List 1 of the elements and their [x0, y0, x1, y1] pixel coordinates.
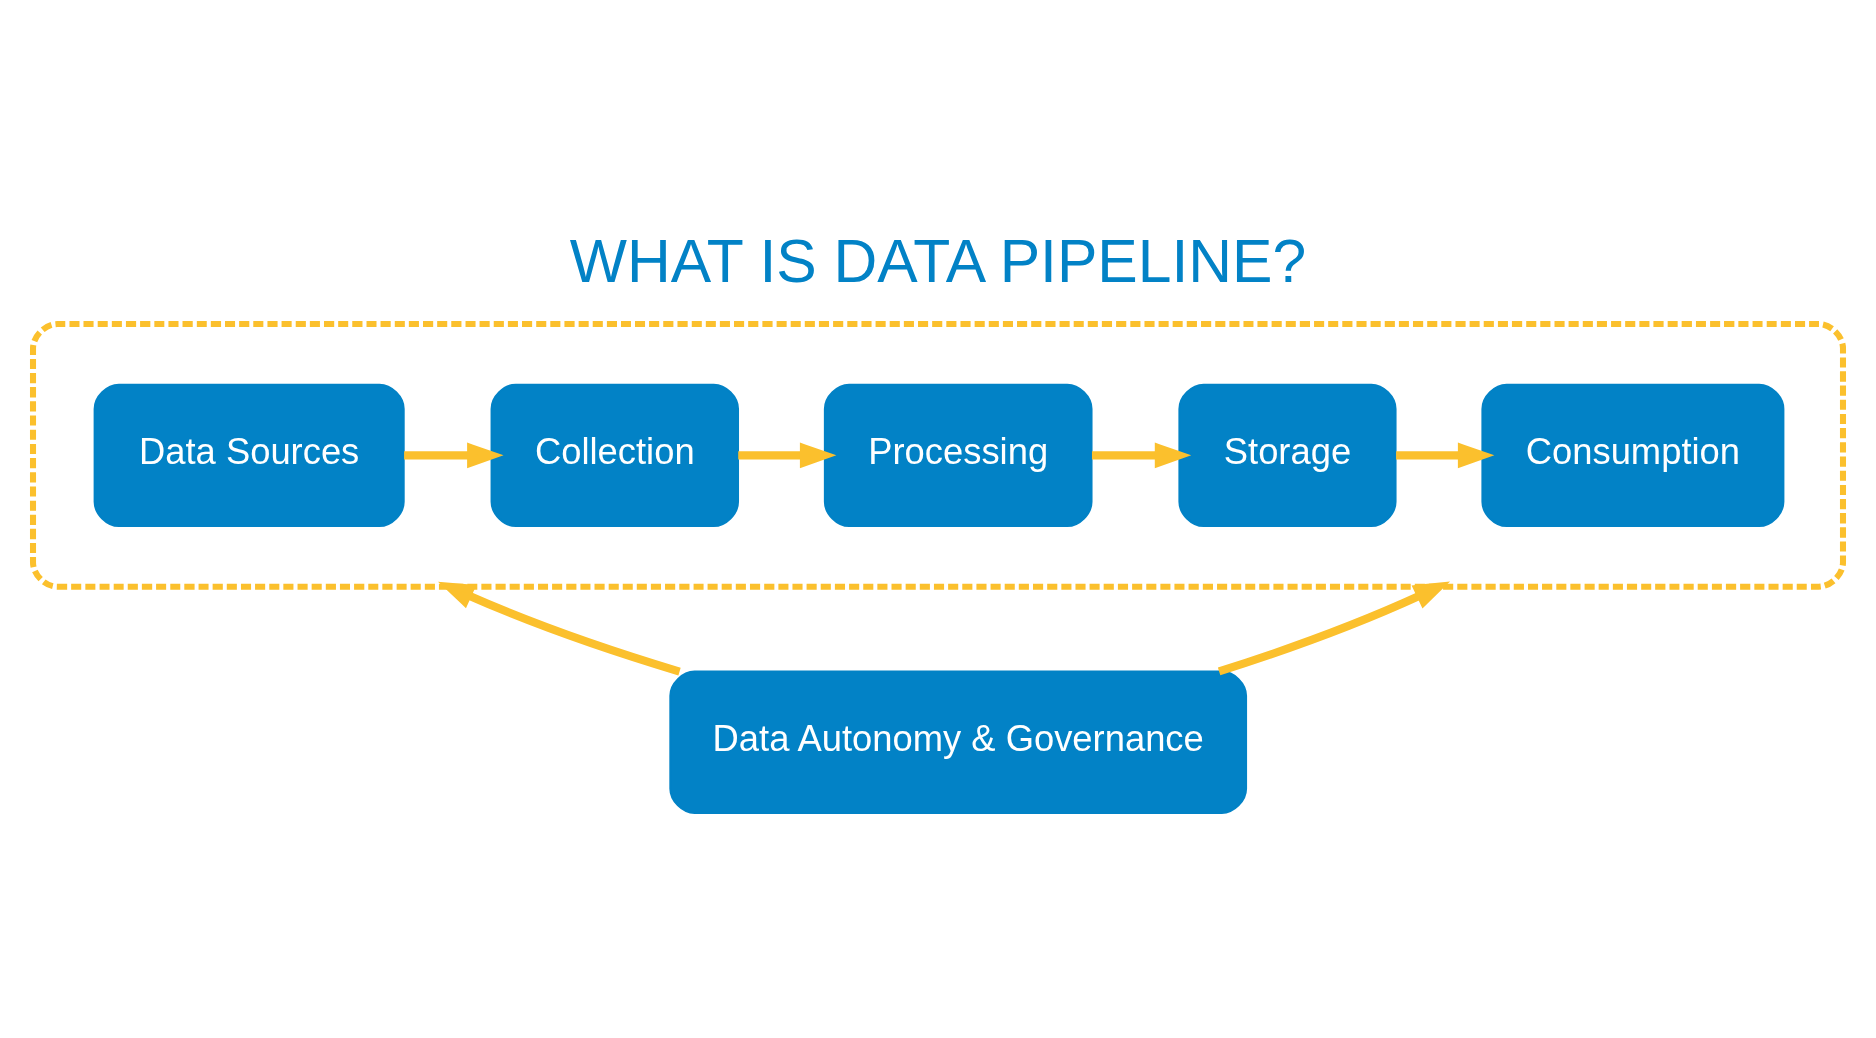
diagram-title: WHAT IS DATA PIPELINE? [569, 226, 1307, 295]
